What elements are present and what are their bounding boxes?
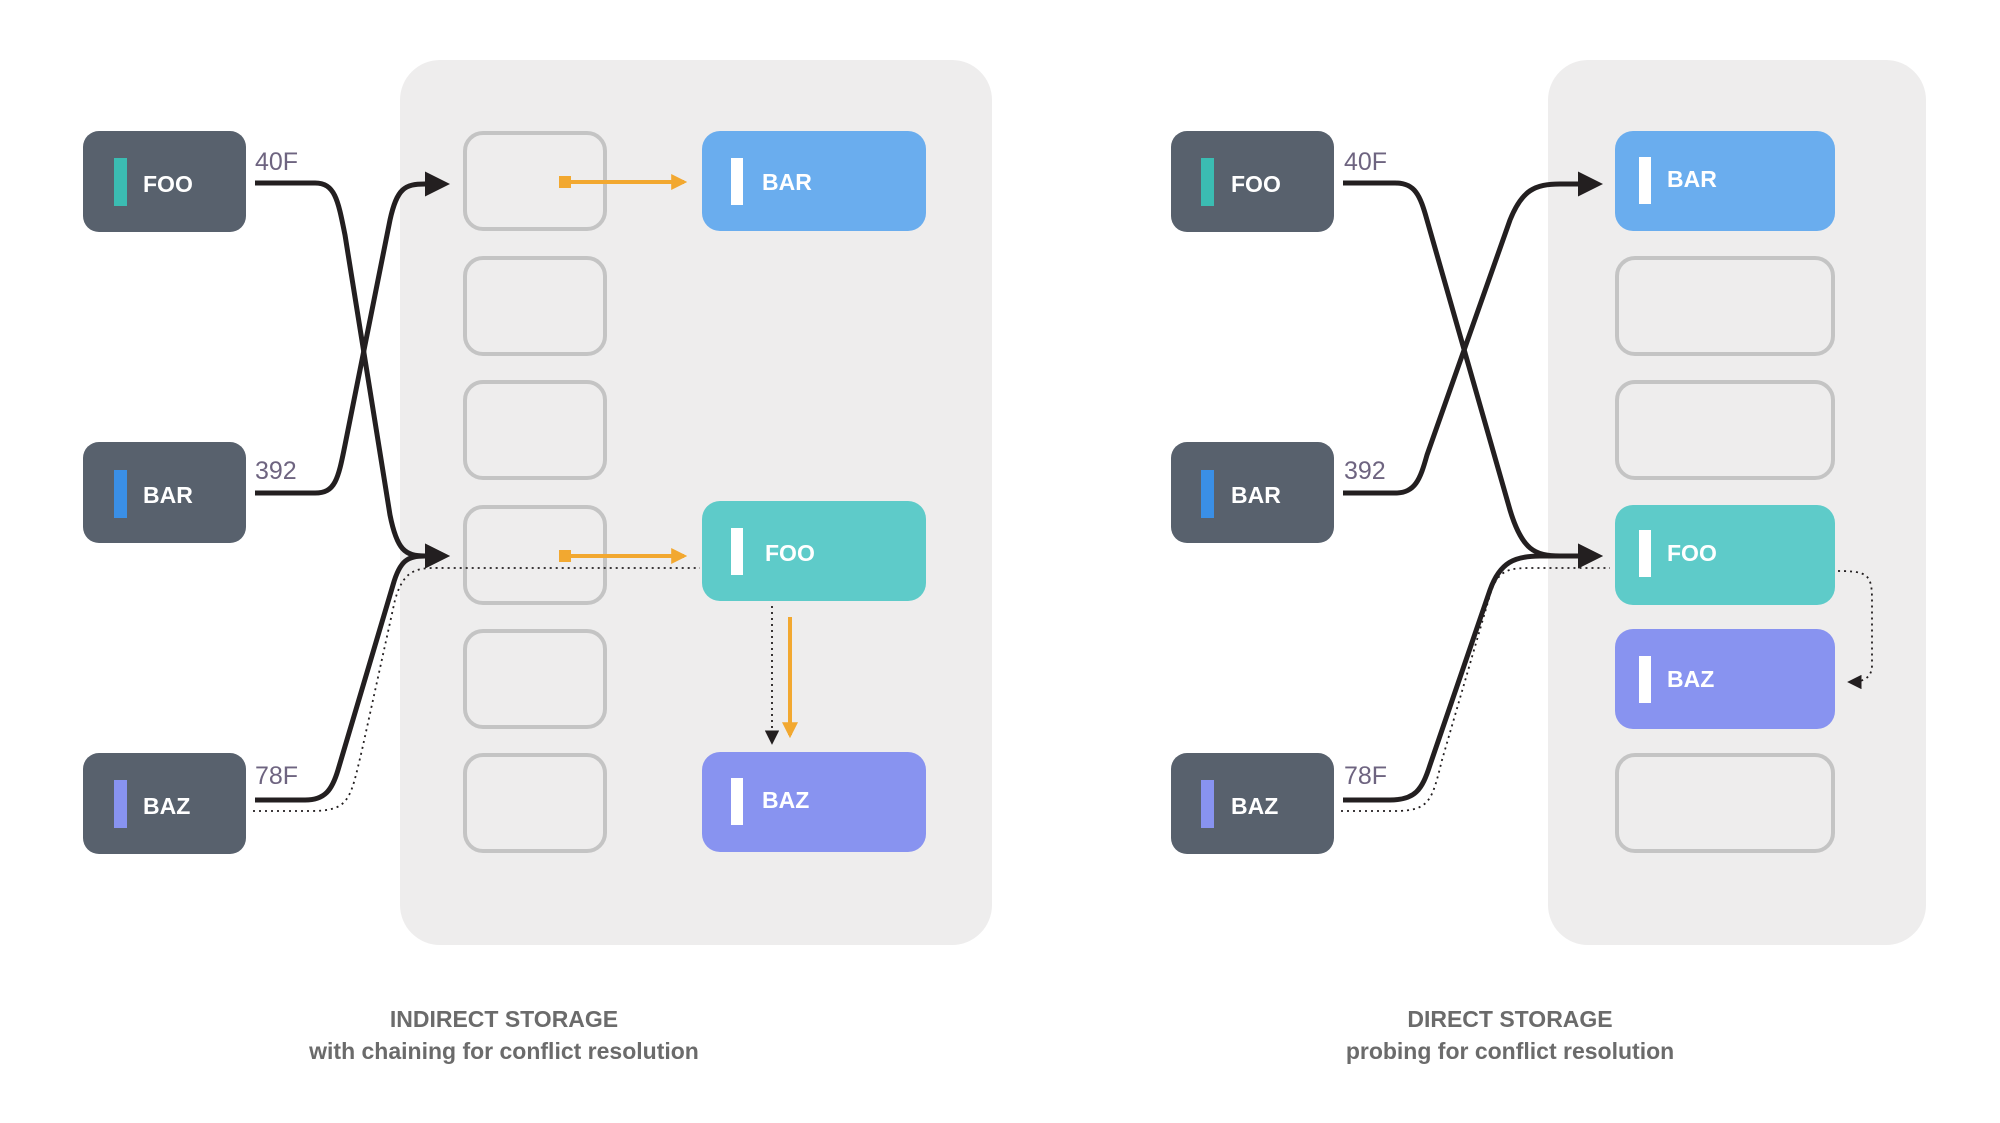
- baz-hash-arrow: [1343, 543, 1603, 803]
- indirect-key-baz: BAZ 78F: [83, 753, 298, 854]
- indirect-pointers: [559, 174, 798, 739]
- hash-value: 392: [255, 457, 297, 485]
- key-tag: [1201, 780, 1214, 828]
- direct-entry-foo: FOO: [1615, 505, 1835, 605]
- entry-marker: [731, 528, 743, 575]
- indirect-table-panel: [400, 60, 992, 945]
- indirect-entry-baz: BAZ: [702, 752, 926, 852]
- key-label: FOO: [143, 171, 193, 197]
- slot-2: [1615, 380, 1835, 480]
- direct-caption-subtitle: probing for conflict resolution: [1346, 1038, 1674, 1064]
- key-label: BAZ: [143, 793, 190, 819]
- key-tag: [114, 158, 127, 206]
- hash-value: 392: [1344, 457, 1386, 485]
- baz-lookup-dotted-path: [253, 567, 700, 812]
- indirect-entry-bar: BAR: [702, 131, 926, 231]
- entry-marker: [731, 158, 743, 205]
- direct-entry-bar: BAR: [1615, 131, 1835, 231]
- key-tag: [1201, 158, 1214, 206]
- entry-label: BAZ: [1667, 666, 1714, 692]
- key-tag: [1201, 470, 1214, 518]
- entry-marker: [1639, 530, 1651, 577]
- hash-value: 78F: [1344, 762, 1387, 790]
- indirect-entry-foo: FOO: [702, 501, 926, 601]
- entry-label: FOO: [1667, 540, 1717, 566]
- slot-1: [1615, 256, 1835, 356]
- bar-hash-arrow: [255, 171, 450, 496]
- indirect-key-foo: FOO 40F: [83, 131, 298, 232]
- slot-2: [463, 380, 607, 480]
- direct-entry-baz: BAZ: [1615, 629, 1835, 729]
- entry-label: BAR: [1667, 166, 1717, 192]
- direct-empty-slots: [1615, 256, 1835, 853]
- direct-key-bar: BAR 392: [1171, 442, 1386, 543]
- direct-key-baz: BAZ 78F: [1171, 753, 1387, 854]
- key-tag: [114, 780, 127, 828]
- baz-lookup-dotted-path: [1341, 567, 1610, 812]
- foo-hash-arrow: [255, 180, 450, 569]
- entry-marker: [731, 778, 743, 825]
- entry-marker: [1639, 157, 1651, 204]
- key-label: BAR: [143, 482, 193, 508]
- baz-hash-arrow: [255, 543, 450, 803]
- direct-storage-diagram: BAR FOO BAZ FOO 40F: [1171, 60, 1926, 1064]
- slot-5: [463, 753, 607, 853]
- hash-value: 78F: [255, 762, 298, 790]
- key-label: BAR: [1231, 482, 1281, 508]
- key-label: BAZ: [1231, 793, 1278, 819]
- indirect-hash-arrows: [255, 171, 450, 803]
- key-tag: [114, 470, 127, 518]
- slot-1: [463, 256, 607, 356]
- key-label: FOO: [1231, 171, 1281, 197]
- direct-hash-arrows: [1343, 171, 1603, 803]
- direct-key-foo: FOO 40F: [1171, 131, 1387, 232]
- entry-marker: [1639, 656, 1651, 703]
- entry-label: BAZ: [762, 787, 809, 813]
- indirect-key-bar: BAR 392: [83, 442, 297, 543]
- direct-caption-title: DIRECT STORAGE: [1407, 1006, 1612, 1032]
- entry-label: BAR: [762, 169, 812, 195]
- slot-5: [1615, 753, 1835, 853]
- indirect-caption-title: INDIRECT STORAGE: [390, 1006, 618, 1032]
- entry-label: FOO: [765, 540, 815, 566]
- hash-value: 40F: [255, 148, 298, 176]
- hash-value: 40F: [1344, 148, 1387, 176]
- indirect-caption-subtitle: with chaining for conflict resolution: [308, 1038, 699, 1064]
- slot-4: [463, 629, 607, 729]
- bar-hash-arrow: [1343, 171, 1603, 496]
- indirect-storage-diagram: BAR FOO BAZ: [83, 60, 992, 1064]
